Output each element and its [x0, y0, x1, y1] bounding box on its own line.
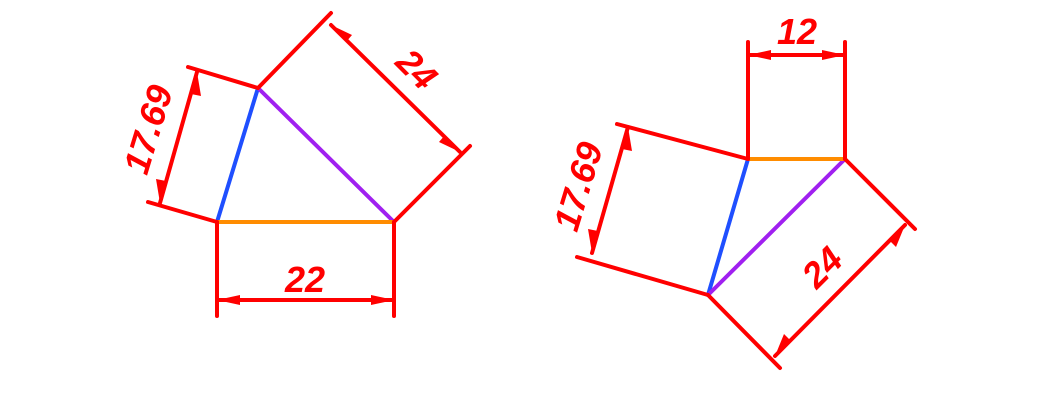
left-side-purple: [256, 86, 396, 224]
left-dimension-blue: 17.69: [115, 65, 260, 224]
right-side-purple: [706, 157, 847, 297]
right-label-12: 12: [777, 11, 817, 52]
figure-right: 12 17.69 24: [545, 11, 917, 370]
left-label-22: 22: [284, 259, 325, 300]
left-side-blue: [215, 86, 260, 224]
right-dimension-orange: 12: [746, 11, 847, 161]
figure-left: 17.69 24 22: [115, 11, 472, 318]
right-side-blue: [706, 157, 750, 297]
left-dimension-orange: 22: [215, 220, 396, 318]
